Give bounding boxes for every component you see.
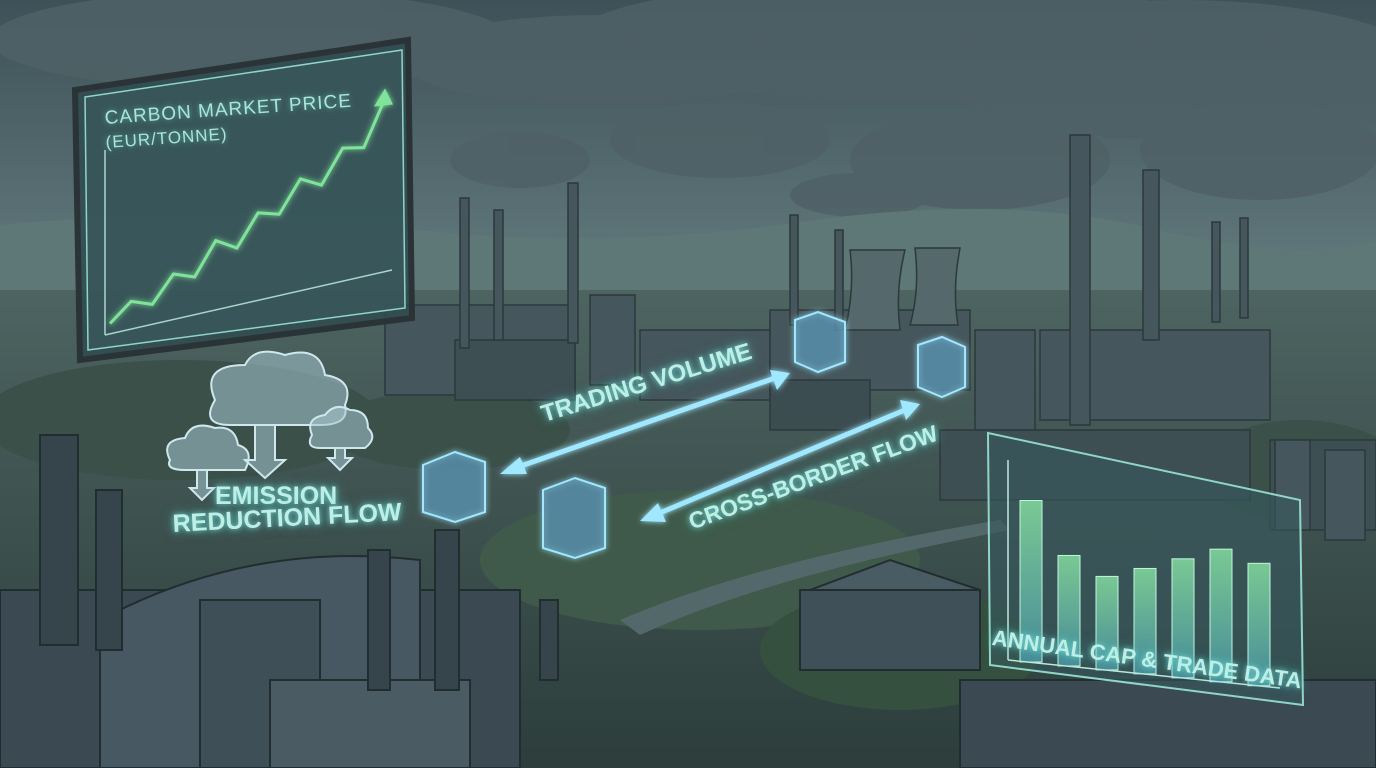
emission-cloud-icons: [166, 350, 374, 502]
emission-label-line1: EMISSION: [215, 482, 338, 510]
price-trend-line: [108, 97, 387, 325]
trading-building-icons: [422, 310, 966, 560]
carbon-price-panel: [71, 36, 416, 364]
cap-trade-panel: [986, 431, 1305, 707]
cross-border-flow-arrow: [640, 400, 920, 522]
foreground-factory: [0, 434, 1376, 768]
trading-volume-arrow: [500, 370, 790, 474]
price-trend-arrowhead: [374, 88, 393, 107]
road: [620, 520, 1010, 635]
smoke-clouds: [0, 0, 1376, 490]
